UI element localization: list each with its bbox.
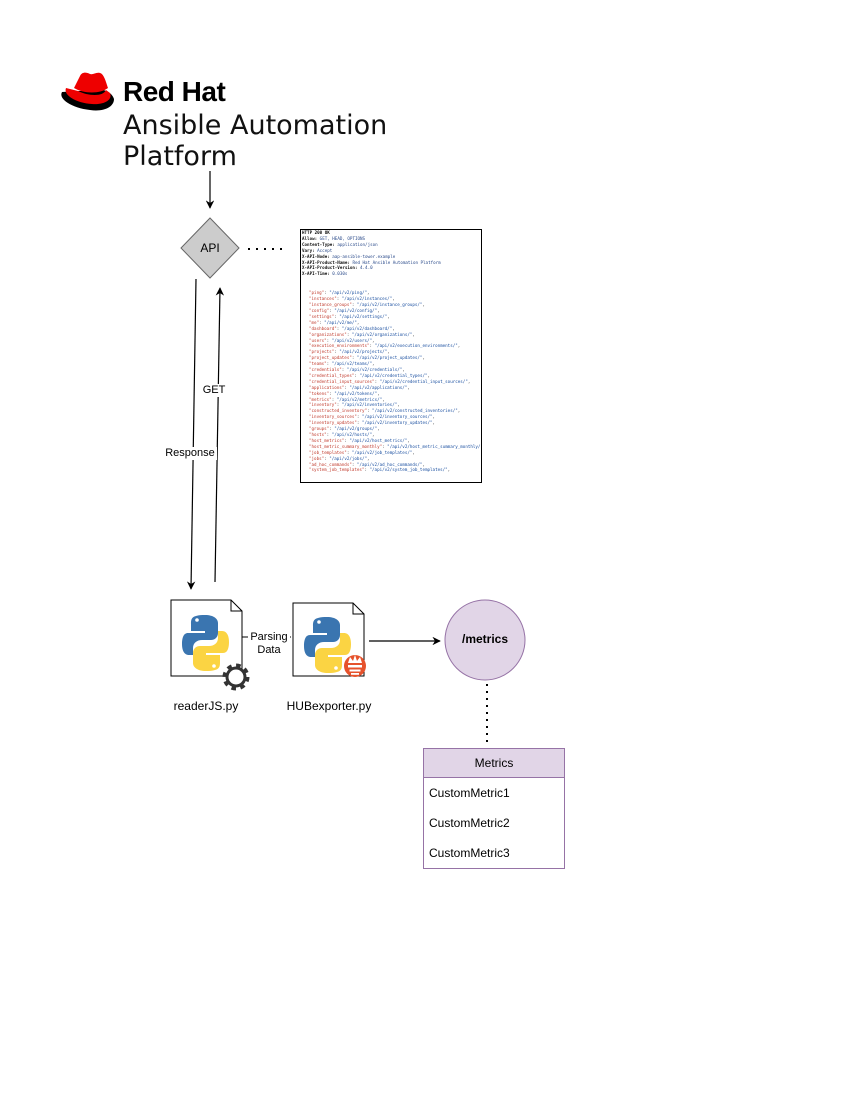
reader-file-caption: readerJS.py [173, 699, 239, 713]
response-json-line: "instance_groups": "/api/v2/instance_gro… [309, 302, 425, 308]
red-hat-logo-icon [61, 72, 114, 111]
metrics-table-row[interactable]: CustomMetric3 [429, 846, 510, 860]
parsing-label-line-1: Parsing [250, 631, 288, 643]
logo-product-line-1: Ansible Automation [123, 110, 388, 141]
response-json-line: "execution_environments": "/api/v2/execu… [309, 343, 461, 349]
response-header-line: X-API-Product-Version: 4.4.0 [302, 265, 373, 271]
response-json-line: "jobs": "/api/v2/jobs/", [309, 455, 370, 461]
metrics-table-row[interactable]: CustomMetric2 [429, 816, 510, 830]
response-json-line: "inventory_updates": "/api/v2/inventory_… [309, 420, 436, 426]
prometheus-icon [344, 655, 366, 677]
logo-brand: Red Hat [123, 76, 226, 107]
response-json-line: "dashboard": "/api/v2/dashboard/", [309, 325, 395, 331]
response-json-line: "inventory_sources": "/api/v2/inventory_… [309, 414, 436, 420]
response-json-line: "tokens": "/api/v2/tokens/", [309, 390, 380, 396]
metrics-table: Metrics CustomMetric1 CustomMetric2 Cust… [423, 748, 565, 869]
reader-file-icon [170, 599, 250, 691]
logo-text: Red Hat Ansible Automation Platform [123, 76, 387, 172]
response-json-line: "system_job_templates": "/api/v2/system_… [309, 467, 451, 473]
exporter-file-caption: HUBexporter.py [286, 699, 372, 713]
response-json-line: "teams": "/api/v2/teams/", [309, 361, 375, 367]
metrics-table-row[interactable]: CustomMetric1 [429, 786, 510, 800]
response-header-line: HTTP 200 OK [302, 230, 330, 235]
response-json-line: "credential_input_sources": "/api/v2/cre… [309, 378, 471, 384]
logo-product-line-2: Platform [123, 141, 237, 172]
response-json-line: "instances": "/api/v2/instances/", [309, 296, 395, 302]
api-label: API [200, 241, 220, 255]
response-header-line: Vary: Accept [302, 247, 333, 253]
response-json-line: "projects": "/api/v2/projects/", [309, 349, 390, 355]
response-header-line: Allow: GET, HEAD, OPTIONS [302, 235, 366, 241]
response-arrow [186, 278, 197, 590]
python-logo-icon [304, 617, 351, 673]
response-header-line: X-API-Time: 0.030s [302, 271, 348, 277]
gear-icon [222, 663, 250, 691]
response-json-line: "host_metrics": "/api/v2/host_metrics/", [309, 437, 410, 443]
response-json-line: "groups": "/api/v2/groups/", [309, 426, 380, 432]
response-json-line: "credential_types": "/api/v2/credential_… [309, 372, 431, 378]
parsing-data-label: Parsing Data [248, 631, 290, 657]
response-json-line: "users": "/api/v2/users/", [309, 337, 375, 343]
response-label: Response [163, 447, 217, 460]
response-json-line: "applications": "/api/v2/applications/", [309, 384, 410, 390]
response-header-line: X-API-Product-Name: Red Hat Ansible Auto… [302, 259, 441, 265]
response-json-line: "settings": "/api/v2/settings/", [309, 313, 390, 319]
get-label: GET [200, 384, 228, 397]
response-json-line: "ad_hoc_commands": "/api/v2/ad_hoc_comma… [309, 461, 425, 467]
get-arrow [214, 287, 225, 583]
response-json-line: "ping": "/api/v2/ping/", [309, 290, 370, 296]
response-json-line: "constructed_inventory": "/api/v2/constr… [309, 408, 461, 414]
api-diamond[interactable] [180, 217, 240, 279]
response-json-line: "me": "/api/v2/me/", [309, 319, 360, 325]
response-json-line: "config": "/api/v2/config/", [309, 307, 380, 313]
response-json-body: "ping": "/api/v2/ping/","instances": "/a… [301, 290, 481, 473]
response-json-line: "hosts": "/api/v2/hosts/", [309, 432, 375, 437]
response-json-line: "credentials": "/api/v2/credentials/", [309, 367, 405, 373]
response-header-line: X-API-Node: aap-ansible-tower.example [302, 253, 396, 259]
response-json-line: "host_metric_summary_monthly": "/api/v2/… [309, 443, 482, 449]
response-json-line: "organizations": "/api/v2/organizations/… [309, 331, 415, 337]
exporter-file-icon [292, 602, 366, 677]
parsing-label-line-2: Data [257, 644, 281, 656]
response-json-line: "job_templates": "/api/v2/job_templates/… [309, 449, 415, 455]
metrics-table-header: Metrics [424, 749, 564, 778]
response-json-line: "inventory": "/api/v2/inventories/", [309, 402, 400, 408]
response-json-line: "project_updates": "/api/v2/project_upda… [309, 355, 425, 361]
response-json-line: "metrics": "/api/v2/metrics/", [309, 396, 385, 402]
response-header-line: Content-Type: application/json [302, 241, 378, 247]
metrics-endpoint-label: /metrics [461, 632, 509, 646]
metrics-endpoint-circle[interactable] [444, 599, 526, 681]
python-logo-icon [182, 615, 229, 671]
